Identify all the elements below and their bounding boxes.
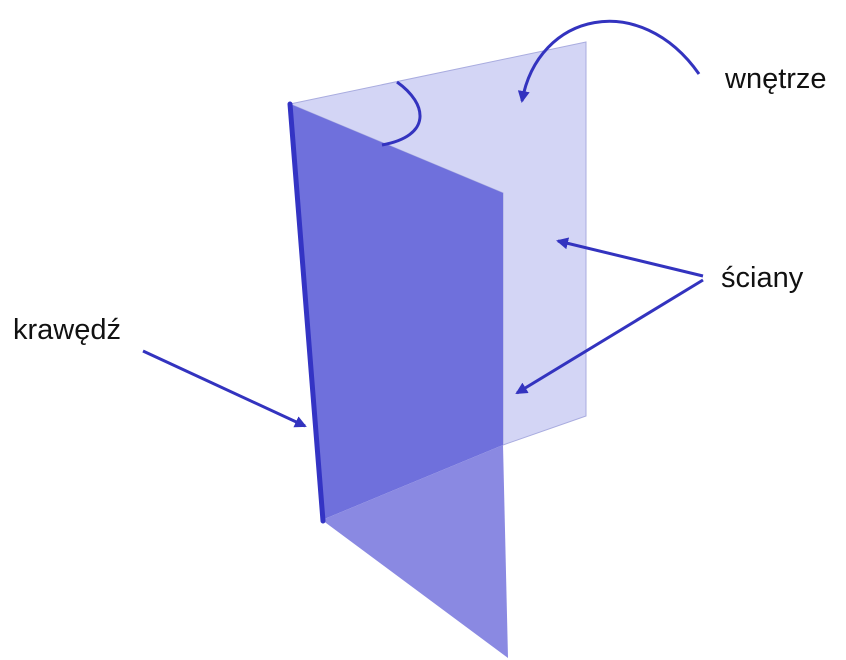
faces-arrow-upper <box>556 237 704 278</box>
edge-arrow <box>142 349 307 428</box>
interior-label: wnętrze <box>724 63 827 95</box>
front-face-lower <box>322 445 508 658</box>
angle-arc <box>381 80 422 147</box>
front-face <box>290 104 503 520</box>
faces-label: ściany <box>721 262 804 294</box>
edge-label: krawędź <box>13 314 121 346</box>
interior-arrow <box>517 19 701 103</box>
edge-line <box>287 101 326 524</box>
faces-arrow-lower <box>515 278 704 395</box>
